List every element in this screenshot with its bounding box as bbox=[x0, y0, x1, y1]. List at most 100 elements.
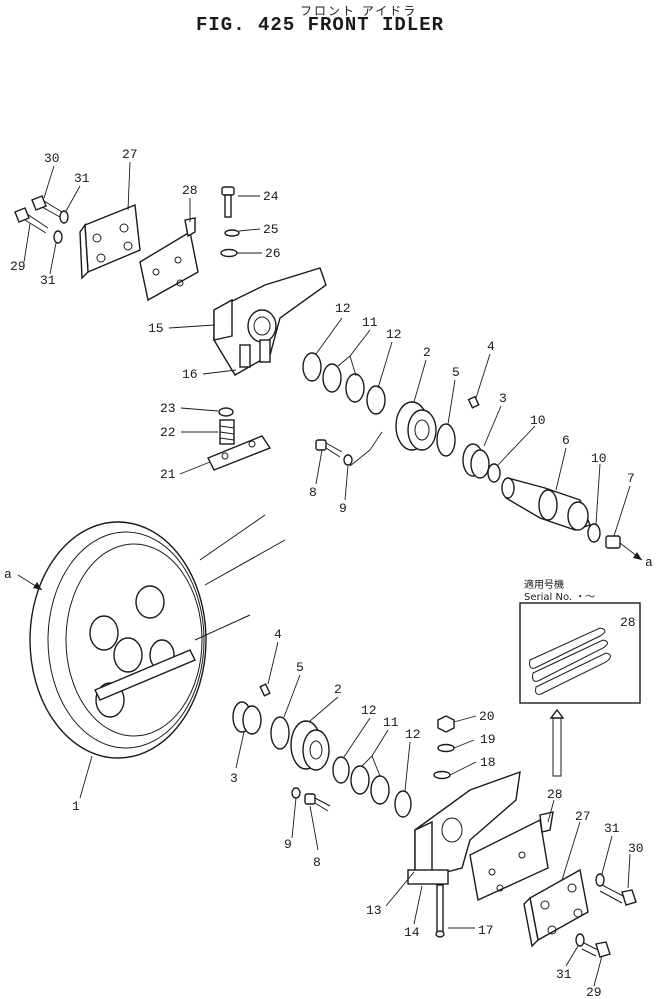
label-24: 24 bbox=[263, 189, 279, 204]
label-8-upper: 8 bbox=[309, 485, 317, 500]
label-27-upper: 27 bbox=[122, 147, 138, 162]
floating-seal-11-lower-a bbox=[350, 765, 370, 795]
label-21: 21 bbox=[160, 467, 176, 482]
bushing-3-lower bbox=[232, 701, 262, 735]
cover-plate-27-upper bbox=[79, 204, 141, 280]
bolt-30-lower bbox=[599, 884, 637, 906]
figure-title-japanese: フロント アイドラ bbox=[300, 4, 418, 18]
label-2-upper: 2 bbox=[423, 345, 431, 360]
o-ring-10-upper-b bbox=[587, 523, 601, 543]
o-ring-12-lower-b bbox=[394, 790, 412, 818]
washer-31-upper-a bbox=[59, 210, 69, 224]
label-25: 25 bbox=[263, 222, 279, 237]
label-1: 1 bbox=[72, 799, 80, 814]
label-12-upper-a: 12 bbox=[335, 301, 351, 316]
arrow-a-left bbox=[17, 574, 43, 591]
plate-21 bbox=[207, 435, 272, 471]
label-26: 26 bbox=[265, 246, 281, 261]
o-ring-5-upper bbox=[436, 423, 456, 457]
label-14: 14 bbox=[404, 925, 420, 940]
label-20: 20 bbox=[479, 709, 495, 724]
washer-18 bbox=[433, 770, 451, 780]
label-4-upper: 4 bbox=[487, 339, 495, 354]
label-30-lower: 30 bbox=[628, 841, 644, 856]
bolt-29-lower bbox=[581, 941, 611, 958]
washer-9-upper bbox=[343, 454, 353, 466]
seat-23 bbox=[218, 407, 234, 417]
label-4-lower: 4 bbox=[274, 627, 282, 642]
o-ring-12-upper-a bbox=[302, 352, 322, 382]
bushing-3-upper bbox=[462, 443, 490, 479]
label-9-lower: 9 bbox=[284, 837, 292, 852]
plug-7 bbox=[605, 535, 621, 549]
floating-seal-11-lower-b bbox=[370, 775, 390, 805]
washer-19 bbox=[437, 743, 455, 753]
serial-inset bbox=[519, 602, 641, 777]
label-16: 16 bbox=[182, 367, 198, 382]
label-6: 6 bbox=[562, 433, 570, 448]
figure-title: FIG. 425 FRONT IDLER bbox=[196, 14, 445, 36]
label-13: 13 bbox=[366, 903, 382, 918]
cover-plate-27-lower bbox=[523, 868, 589, 948]
label-7: 7 bbox=[627, 471, 635, 486]
idler-wheel-1 bbox=[29, 514, 286, 759]
label-3-upper: 3 bbox=[499, 391, 507, 406]
o-ring-12-lower-a bbox=[332, 756, 350, 784]
bolt-29-upper bbox=[14, 207, 49, 234]
label-17: 17 bbox=[478, 923, 494, 938]
label-12-lower-a: 12 bbox=[361, 703, 377, 718]
label-15: 15 bbox=[148, 321, 164, 336]
floating-seal-11-upper-b bbox=[345, 373, 365, 403]
washer-9-lower bbox=[291, 787, 301, 799]
pin-4-upper bbox=[467, 395, 480, 409]
o-ring-5-lower bbox=[270, 716, 290, 750]
washer-31-lower-a bbox=[595, 873, 605, 887]
collar-2-upper bbox=[395, 401, 437, 451]
shim-plate-28-upper bbox=[139, 217, 199, 302]
callout-a-left: a bbox=[4, 567, 12, 582]
label-22: 22 bbox=[160, 425, 176, 440]
label-27-lower: 27 bbox=[575, 809, 591, 824]
nut-20 bbox=[437, 715, 455, 733]
label-28-lower: 28 bbox=[547, 787, 563, 802]
label-5-lower: 5 bbox=[296, 660, 304, 675]
label-31-lower-b: 31 bbox=[556, 967, 572, 982]
label-11-upper: 11 bbox=[362, 315, 378, 330]
label-2-lower: 2 bbox=[334, 682, 342, 697]
leader-8-9-upper bbox=[349, 431, 383, 467]
label-18: 18 bbox=[480, 755, 496, 770]
label-29-lower: 29 bbox=[586, 985, 602, 999]
floating-seal-11-upper-a bbox=[322, 363, 342, 393]
spring-washer-25 bbox=[224, 229, 240, 237]
bracket-15 bbox=[213, 267, 327, 376]
label-31-lower-a: 31 bbox=[604, 821, 620, 836]
callout-a-right: a bbox=[645, 555, 653, 570]
bolt-30-upper bbox=[31, 195, 63, 218]
washer-31-lower-b bbox=[575, 933, 585, 947]
spring-22 bbox=[219, 419, 235, 445]
label-9-upper: 9 bbox=[339, 501, 347, 516]
label-29-upper: 29 bbox=[10, 259, 26, 274]
label-8-lower: 8 bbox=[313, 855, 321, 870]
label-10-upper-a: 10 bbox=[530, 413, 546, 428]
label-31-upper-a: 31 bbox=[74, 171, 90, 186]
label-10-upper-b: 10 bbox=[591, 451, 607, 466]
collar-2-lower bbox=[290, 720, 330, 771]
serial-label-jp: 適用号機 bbox=[524, 578, 564, 591]
part-labels: 30 27 31 29 31 28 24 25 26 15 16 23 22 2… bbox=[10, 147, 644, 999]
bolt-24 bbox=[221, 186, 235, 218]
label-5-upper: 5 bbox=[452, 365, 460, 380]
label-11-lower: 11 bbox=[383, 715, 399, 730]
label-3-lower: 3 bbox=[230, 771, 238, 786]
serial-label-en: Serial No. ・～ bbox=[524, 592, 595, 603]
arrow-a-right bbox=[619, 542, 643, 561]
label-12-lower-b: 12 bbox=[405, 727, 421, 742]
label-30-upper: 30 bbox=[44, 151, 60, 166]
washer-31-upper-b bbox=[53, 230, 63, 244]
bolt-8-lower bbox=[304, 793, 331, 812]
bolt-17 bbox=[435, 884, 445, 938]
o-ring-10-upper-a bbox=[487, 463, 501, 483]
label-12-upper-b: 12 bbox=[386, 327, 402, 342]
label-28-inset: 28 bbox=[620, 615, 636, 630]
